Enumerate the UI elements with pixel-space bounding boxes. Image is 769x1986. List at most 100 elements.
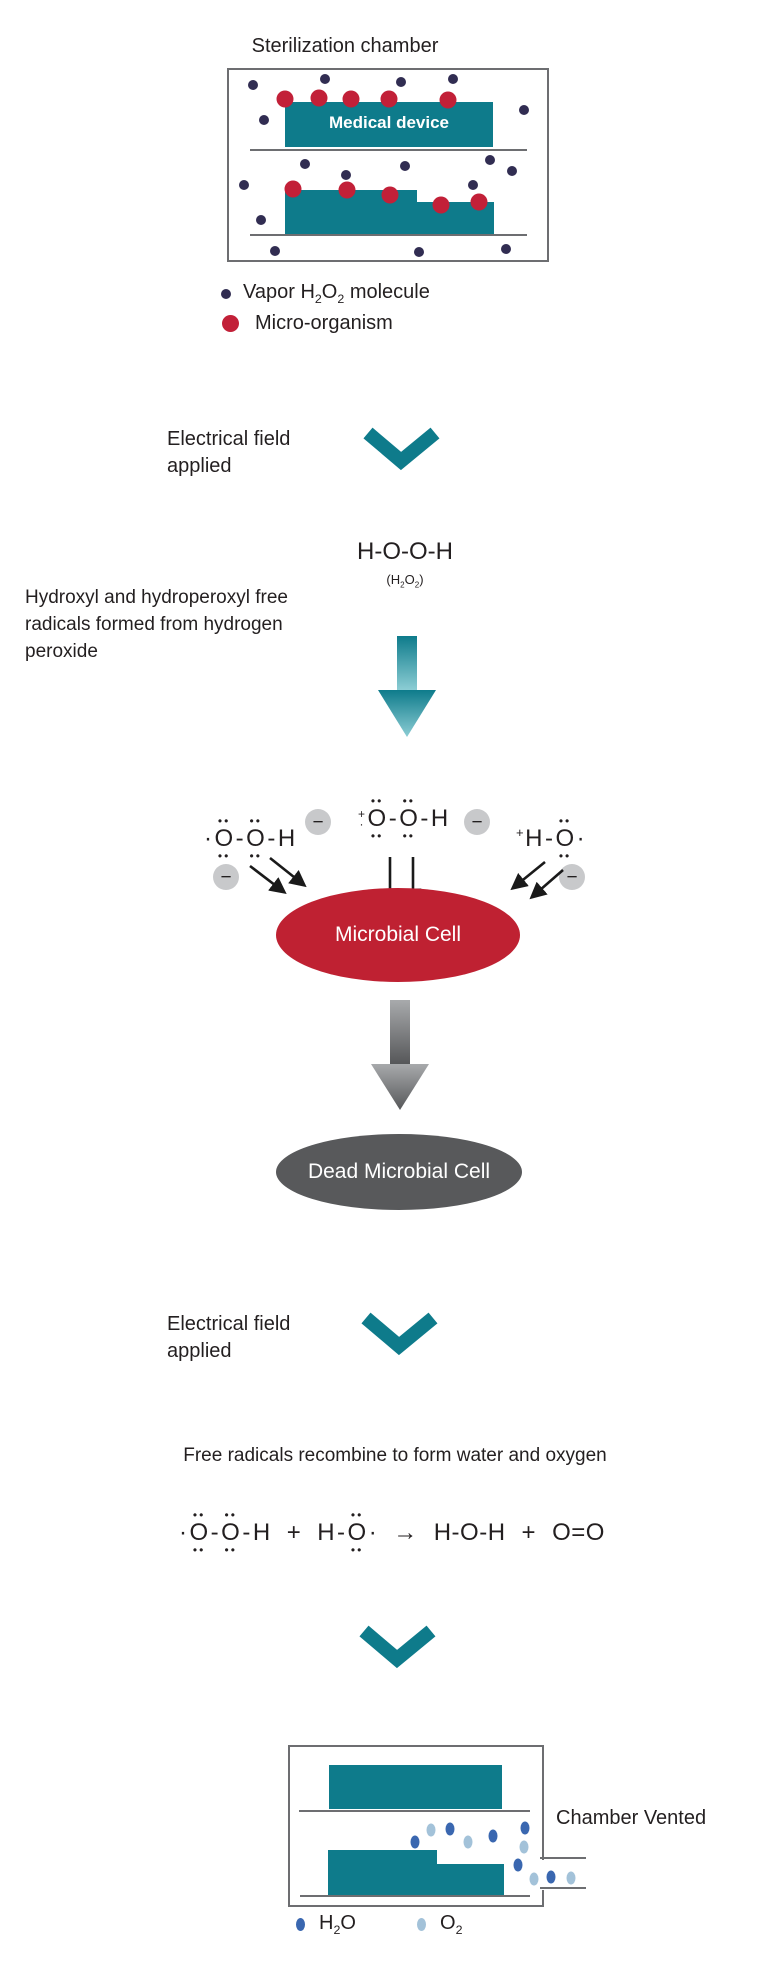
formula-token: O (347, 1518, 368, 1548)
legend-label: H2O (319, 1912, 356, 1937)
hooh-subformula: (H2O2) (386, 572, 424, 590)
vent-gap (540, 1860, 545, 1890)
o2-icon (417, 1918, 426, 1931)
radicals-note: Hydroxyl and hydroperoxyl free radicals … (25, 587, 288, 662)
formula-token: O (245, 824, 266, 854)
h2o2-dot (320, 74, 330, 84)
negative-charge-icon: − (464, 809, 490, 835)
h2o2-dot (239, 180, 249, 190)
chamber-vented-label: Chamber Vented (556, 1807, 707, 1829)
o2-dot (519, 1840, 529, 1854)
formula-token: - (267, 825, 276, 852)
formula-token: + (286, 1519, 302, 1546)
formula-token: - (235, 825, 245, 852)
vented-chamber-box (288, 1745, 576, 1907)
formula-token: · (179, 1519, 188, 1546)
microbe-dot (342, 90, 360, 108)
vent-duct-top (540, 1857, 586, 1859)
formula-token: O (398, 804, 419, 834)
down-arrow-gray-icon (371, 1000, 429, 1110)
formula-token: H (525, 825, 543, 852)
formula-token: - (420, 805, 429, 832)
chevron-down-icon (361, 1312, 438, 1356)
device-rect (329, 1765, 502, 1809)
electrical-field-line2: applied (167, 1340, 232, 1362)
h2o2-dot (300, 159, 310, 169)
microbe-dot (284, 180, 302, 198)
formula-token: + (516, 825, 525, 840)
shelf-line (299, 1810, 530, 1812)
h2o-dot (520, 1821, 530, 1835)
sterilization-chamber-title: Sterilization chamber (251, 35, 439, 57)
formula-token: O (220, 1518, 241, 1548)
electrical-field-line1: Electrical field (167, 1313, 291, 1335)
formula-token: O (189, 1518, 210, 1548)
vent-duct-bottom (540, 1887, 586, 1889)
formula-token: - (242, 1519, 251, 1546)
h2o2-dot (256, 215, 266, 225)
h2o2-dot (507, 166, 517, 176)
microbe-dot (470, 193, 488, 211)
medical-device-rect: Medical device (285, 102, 493, 147)
legend-label: Micro-organism (255, 312, 393, 334)
h2o2-dot (400, 161, 410, 171)
legend-item-h2o: H2O (296, 1912, 356, 1937)
h2o-icon (296, 1918, 305, 1931)
microbe-dot (439, 91, 457, 109)
hooh-formula: H-O-O-H (357, 538, 453, 565)
legend-label: O2 (440, 1912, 463, 1937)
h2o-dot (513, 1858, 523, 1872)
o2-dot (426, 1823, 436, 1837)
legend-label: Vapor H2O2 molecule (243, 281, 430, 306)
chamber-dots-layer (229, 70, 547, 260)
legend-item-o2: O2 (417, 1912, 462, 1937)
formula-token: - (388, 805, 398, 832)
microbe-dot (276, 90, 294, 108)
negative-charge-icon: − (305, 809, 331, 835)
formula-token: O (367, 804, 388, 834)
dead-microbial-cell: Dead Microbial Cell (276, 1134, 522, 1210)
h2o2-dot (248, 80, 258, 90)
o2-dot (529, 1872, 539, 1886)
h2o2-dot (519, 105, 529, 115)
formula-token: - (544, 825, 554, 852)
down-arrow-teal-icon (378, 636, 436, 737)
electrical-field-text-2: Electrical field applied (167, 1311, 347, 1365)
formula-token: O (214, 824, 235, 854)
h2o2-molecule-icon (221, 288, 231, 299)
o2-dot (566, 1871, 576, 1885)
recombination-equation: ·O-O-H+H-O·→H-O-H+O=O (178, 1518, 606, 1548)
shelf-line (250, 234, 527, 236)
formula-token: H (430, 805, 449, 832)
h2o2-dot (270, 246, 280, 256)
electrical-field-text-1: Electrical field applied (167, 426, 347, 480)
microbial-cell: Microbial Cell (276, 888, 520, 982)
recombine-note: Free radicals recombine to form water an… (183, 1445, 607, 1466)
formula-token: H (252, 1519, 271, 1546)
h2o2-dot (485, 155, 495, 165)
legend-item-microbe: Micro-organism (222, 312, 393, 335)
h2o2-dot (501, 244, 511, 254)
h2o2-dot (448, 74, 458, 84)
h2o2-dot (468, 180, 478, 190)
formula-token: - (337, 1519, 346, 1546)
h2o2-dot (414, 247, 424, 257)
legend-item-h2o2: Vapor H2O2 molecule (221, 281, 430, 306)
electrical-field-line1: Electrical field (167, 428, 291, 450)
formula-token: · (576, 825, 586, 852)
h2o2-dot (396, 77, 406, 87)
device-rect (437, 1864, 504, 1895)
shelf-line (250, 149, 527, 151)
formula-token: · (368, 1519, 378, 1546)
chevron-down-icon (359, 1625, 436, 1669)
formula-token: H-O-H (433, 1519, 506, 1546)
chevron-down-icon (363, 427, 440, 471)
shelf-line (300, 1895, 530, 1897)
electrical-field-line2: applied (167, 455, 232, 477)
radical-left: ·O-O-H (203, 824, 297, 854)
formula-token: +· (358, 807, 366, 831)
formula-token: + (521, 1519, 537, 1546)
medical-device-label: Medical device (328, 113, 449, 132)
microbe-dot (310, 89, 328, 107)
